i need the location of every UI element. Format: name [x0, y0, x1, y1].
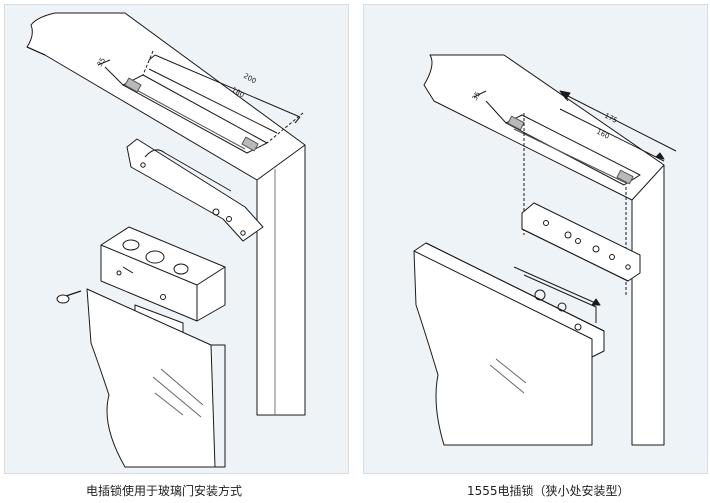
narrow-install-drawing: 175 160 35 [413, 54, 677, 446]
door-leaf [413, 242, 605, 446]
mounting-bracket [521, 202, 641, 282]
dim-outer-label: 175 [603, 112, 619, 125]
dim-small-label: 35 [471, 90, 482, 102]
glass-clamp-box [100, 226, 226, 322]
glass-door-install-drawing: 200 180 35 [26, 12, 306, 468]
right-diagram-panel: 175 160 35 [363, 4, 708, 474]
glass-door [86, 288, 216, 468]
dim-outer-label: 200 [242, 72, 258, 86]
door-frame-header [26, 12, 306, 416]
lock-strike-plate [505, 114, 641, 186]
left-diagram-panel: 200 180 35 [4, 4, 349, 474]
left-caption: 电插锁使用于玻璃门安装方式 [86, 484, 243, 498]
door-frame-header [423, 54, 665, 446]
dim-small-label: 35 [96, 56, 107, 68]
right-caption: 1555电插锁（狭小处安装型） [467, 484, 630, 498]
